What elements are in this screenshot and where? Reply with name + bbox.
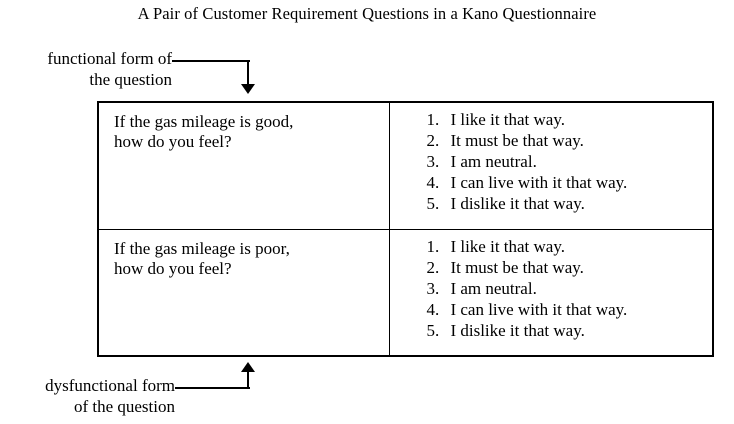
- option-label: I like it that way.: [450, 236, 565, 256]
- functional-question-text: If the gas mileage is good, how do you f…: [114, 112, 389, 152]
- option-number: 1.: [426, 110, 440, 129]
- table-row: If the gas mileage is poor, how do you f…: [97, 228, 714, 357]
- functional-question-line-1: If the gas mileage is good,: [114, 112, 294, 131]
- option-number: 4.: [426, 299, 440, 319]
- option-number: 1.: [426, 236, 440, 256]
- up-arrow-icon: [241, 362, 255, 372]
- list-item[interactable]: 3. I am neutral.: [426, 278, 712, 299]
- down-arrow-icon: [241, 84, 255, 94]
- dysfunctional-form-callout-line-1: dysfunctional form: [45, 376, 175, 395]
- kano-table-body: If the gas mileage is good, how do you f…: [97, 101, 714, 357]
- option-label: I like it that way.: [450, 110, 565, 129]
- dysfunctional-leader-vertical-line: [247, 372, 249, 388]
- dysfunctional-options-cell: 1. I like it that way. 2. It must be that …: [389, 228, 714, 357]
- list-item[interactable]: 1. I like it that way.: [426, 236, 712, 257]
- list-item[interactable]: 4. I can live with it that way.: [426, 172, 712, 193]
- list-item[interactable]: 5. I dislike it that way.: [426, 193, 712, 214]
- list-item[interactable]: 1. I like it that way.: [426, 109, 712, 130]
- functional-question-cell: If the gas mileage is good, how do you f…: [97, 101, 391, 230]
- functional-leader-horizontal-line: [172, 60, 250, 62]
- functional-options-list: 1. I like it that way. 2. It must be that …: [390, 109, 712, 214]
- dysfunctional-question-line-1: If the gas mileage is poor,: [114, 238, 290, 258]
- functional-options-cell: 1. I like it that way. 2. It must be that …: [389, 101, 714, 230]
- option-label: I can live with it that way.: [450, 173, 628, 192]
- option-label: I am neutral.: [450, 152, 537, 171]
- dysfunctional-options-list: 1. I like it that way. 2. It must be that …: [390, 236, 712, 341]
- option-number: 5.: [426, 194, 440, 213]
- functional-form-callout-line-1: functional form of: [47, 49, 172, 68]
- option-label: It must be that way.: [450, 257, 584, 277]
- page-title: A Pair of Customer Requirement Questions…: [137, 4, 597, 23]
- functional-leader-vertical-line: [247, 60, 249, 85]
- kano-questionnaire-table: If the gas mileage is good, how do you f…: [97, 101, 714, 357]
- option-number: 3.: [426, 152, 440, 171]
- option-number: 5.: [426, 320, 440, 340]
- option-label: I am neutral.: [450, 278, 537, 298]
- dysfunctional-leader-horizontal-line: [175, 387, 250, 389]
- dysfunctional-question-text: If the gas mileage is poor, how do you f…: [114, 239, 389, 279]
- dysfunctional-form-callout-label: dysfunctional form of the question: [4, 375, 175, 417]
- option-number: 4.: [426, 173, 440, 192]
- table-row: If the gas mileage is good, how do you f…: [97, 101, 714, 230]
- functional-form-callout-label: functional form of the question: [4, 48, 172, 90]
- list-item[interactable]: 3. I am neutral.: [426, 151, 712, 172]
- dysfunctional-question-line-2: how do you feel?: [114, 258, 232, 278]
- option-label: I dislike it that way.: [450, 320, 585, 340]
- option-label: I can live with it that way.: [450, 299, 628, 319]
- option-number: 2.: [426, 131, 440, 150]
- list-item[interactable]: 2. It must be that way.: [426, 130, 712, 151]
- dysfunctional-form-callout-line-2: of the question: [73, 397, 175, 416]
- dysfunctional-question-cell: If the gas mileage is poor, how do you f…: [97, 228, 391, 357]
- list-item[interactable]: 5. I dislike it that way.: [426, 320, 712, 341]
- option-label: It must be that way.: [450, 131, 584, 150]
- functional-form-callout-line-2: the question: [89, 70, 172, 89]
- list-item[interactable]: 4. I can live with it that way.: [426, 299, 712, 320]
- option-label: I dislike it that way.: [450, 194, 585, 213]
- list-item[interactable]: 2. It must be that way.: [426, 257, 712, 278]
- functional-question-line-2: how do you feel?: [114, 132, 232, 151]
- option-number: 3.: [426, 278, 440, 298]
- option-number: 2.: [426, 257, 440, 277]
